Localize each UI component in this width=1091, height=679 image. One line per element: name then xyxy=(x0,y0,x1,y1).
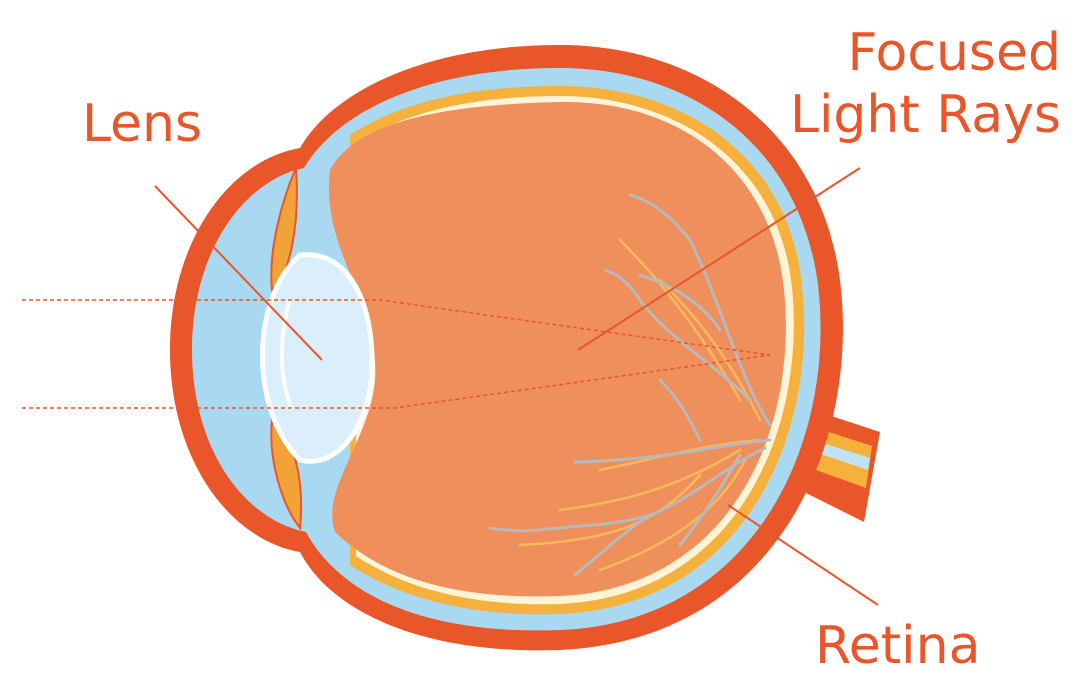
label-focused-line2: Light Rays xyxy=(790,84,1061,146)
lens-shape xyxy=(263,255,373,462)
label-retina: Retina xyxy=(815,620,980,672)
label-focused-light-rays: Focused Light Rays xyxy=(790,22,1061,147)
label-lens: Lens xyxy=(82,98,202,150)
label-focused-line1: Focused xyxy=(790,22,1061,84)
